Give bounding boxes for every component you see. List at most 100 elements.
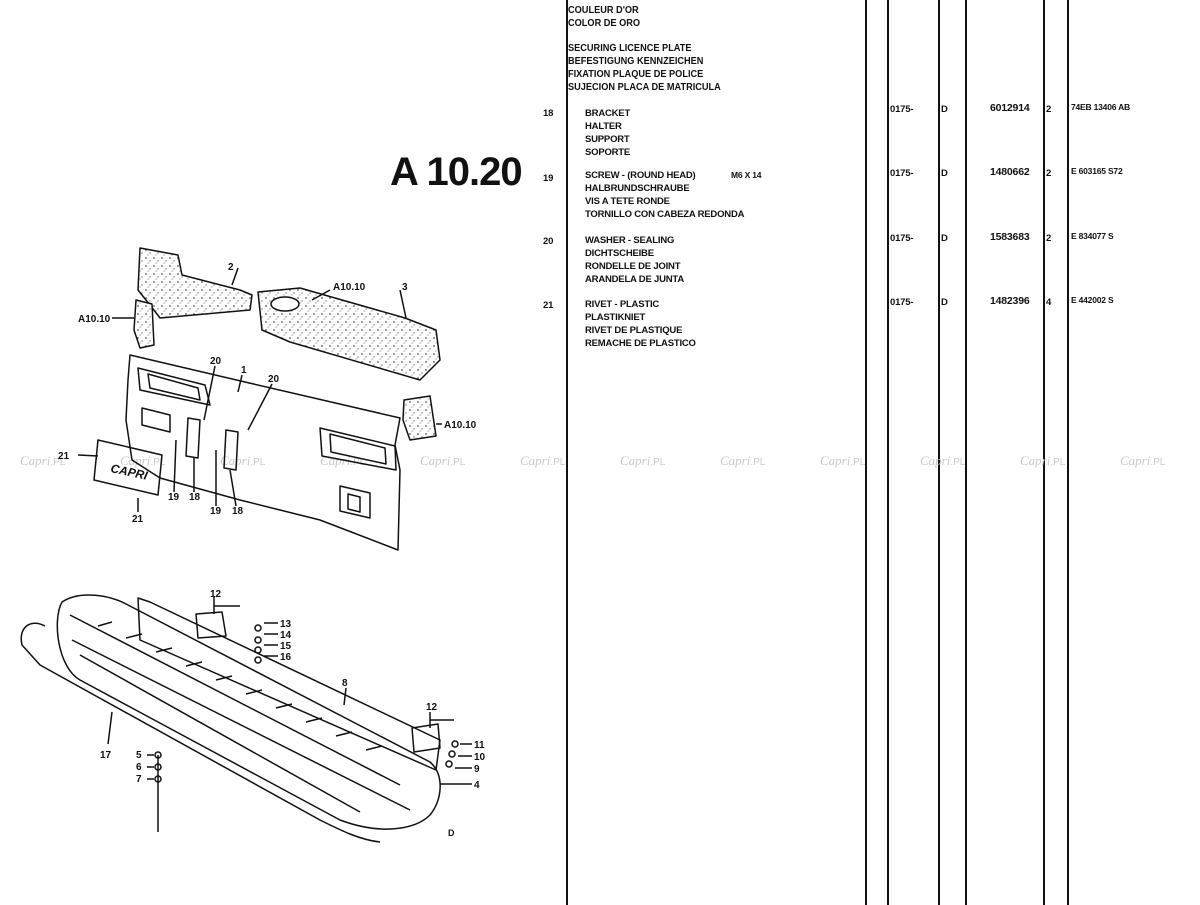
trim-panel-upper [137,247,253,319]
watermark: Capri.PL [1120,453,1166,468]
side-bracket-left [133,299,155,349]
diagram-label: 19 [168,492,180,503]
diagram-label: 12 [426,702,438,713]
part-name: DICHTSCHEIBE [585,248,654,259]
quantity: 2 [1046,168,1052,179]
quantity: 2 [1046,104,1052,115]
trim-panel-right [257,287,441,381]
diagram-label: 8 [342,678,348,689]
type-code: D [941,168,948,179]
watermark: Capri.PL [520,453,566,468]
table-rule [1043,0,1045,905]
diagram-label: 10 [474,752,486,763]
table-rule [1067,0,1069,905]
exploded-diagram: 2 A10.10 3 A10.10 A10.10 20 1 20 21 21 1… [20,247,486,843]
table-rule [965,0,967,905]
part-number: 1583683 [990,231,1030,243]
diagram-label: 6 [136,762,142,773]
section-line: SUJECION PLACA DE MATRICULA [568,82,721,93]
engineering-number: E 603165 S72 [1071,166,1123,176]
watermark: Capri.PL [920,453,966,468]
diagram-label: 14 [280,630,292,641]
diagram-label: 4 [474,780,480,791]
part-name: PLASTIKNIET [585,312,646,323]
watermark: Capri.PL [720,453,766,468]
engineering-number: E 834077 S [1071,231,1114,241]
part-name: TORNILLO CON CABEZA REDONDA [585,209,745,220]
diagram-label: 13 [280,619,292,630]
quantity: 2 [1046,233,1052,244]
date-code: 0175- [890,104,914,115]
section-line: FIXATION PLAQUE DE POLICE [568,69,704,80]
part-name: SCREW - (ROUND HEAD) [585,170,696,181]
watermark: Capri.PL [120,453,166,468]
diagram-label: 3 [402,282,408,293]
part-number: 6012914 [990,102,1030,114]
section-code: A 10.20 [390,150,523,194]
diagram-label: 19 [210,506,222,517]
diagram-label: 1 [241,365,247,376]
diagram-label: 5 [136,750,142,761]
type-code: D [941,297,948,308]
part-name: HALBRUNDSCHRAUBE [585,183,690,194]
bumper-reinforcement [137,597,441,771]
diagram-label: 17 [100,750,112,761]
diagram-label: 15 [280,641,292,652]
ref-number: 18 [543,108,554,119]
part-number: 1482396 [990,295,1030,307]
part-name: RONDELLE DE JOINT [585,261,681,272]
part-name: SUPPORT [585,134,630,145]
type-code: D [941,233,948,244]
part-number: 1480662 [990,166,1030,178]
watermark: Capri.PL [20,453,66,468]
rear-panel [125,354,401,551]
section-line: BEFESTIGUNG KENNZEICHEN [568,56,704,67]
part-name: HALTER [585,121,622,132]
diagram-label: 16 [280,652,292,663]
table-rule [566,0,568,905]
engineering-number: E 442002 S [1071,295,1114,305]
ref-number: 19 [543,173,554,184]
part-name: VIS A TETE RONDE [585,196,670,207]
diagram-label: 20 [268,374,280,385]
part-name: RIVET - PLASTIC [585,299,660,310]
watermark: Capri.PL [820,453,866,468]
part-name: REMACHE DE PLASTICO [585,338,696,349]
diagram-label: 9 [474,764,480,775]
part-name: SOPORTE [585,147,631,158]
part-name: RIVET DE PLASTIQUE [585,325,683,336]
section-line: SECURING LICENCE PLATE [568,43,692,54]
diagram-label: D [448,828,455,838]
diagram-label: 7 [136,774,142,785]
diagram-label: 18 [189,492,201,503]
date-code: 0175- [890,297,914,308]
diagram-label: 21 [58,451,70,462]
section-title-block: SECURING LICENCE PLATE BEFESTIGUNG KENNZ… [568,42,721,94]
licence-plate [93,439,163,496]
part-spec: M6 X 14 [731,170,762,180]
header-block: COULEUR D'OR COLOR DE ORO [568,4,640,30]
quantity: 4 [1046,297,1052,308]
diagram-label: 11 [474,740,485,751]
diagram-label: 2 [228,262,234,273]
table-rule [938,0,940,905]
engineering-number: 74EB 13406 AB [1071,102,1130,112]
date-code: 0175- [890,168,914,179]
diagram-label: A10.10 [78,314,111,325]
watermark: Capri.PL [420,453,466,468]
diagram-label: 20 [210,356,222,367]
bumper-bar [56,594,441,830]
part-name: WASHER - SEALING [585,235,675,246]
diagram-label: 12 [210,589,222,600]
type-code: D [941,104,948,115]
date-code: 0175- [890,233,914,244]
bumper-strip [20,622,381,843]
diagram-label: 21 [132,514,144,525]
ref-number: 21 [543,300,554,311]
ref-number: 20 [543,236,554,247]
watermark: Capri.PL [620,453,666,468]
table-rule [865,0,867,905]
diagram-label: 18 [232,506,244,517]
diagram-label: A10.10 [444,420,477,431]
header-line: COULEUR D'OR [568,5,639,16]
